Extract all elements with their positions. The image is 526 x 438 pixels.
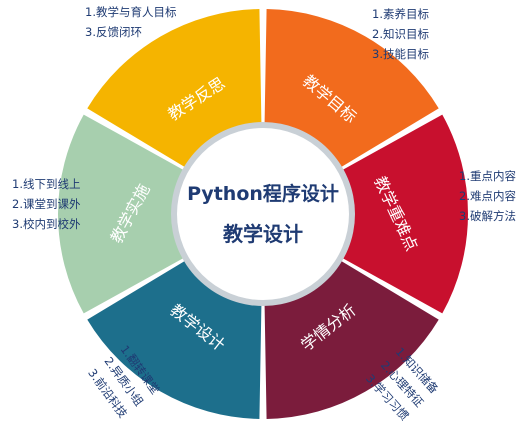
list-item: 3.校内到校外 [12,217,81,231]
item-list-teaching-implementation: 1.线下到线上 2.课堂到课外 3.校内到校外 [12,177,81,231]
list-item: 2.知识目标 [372,27,429,41]
center-title: Python程序设计 [187,182,339,205]
item-list-teaching-reflection: 1.教学与育人目标 3.反馈闭环 [85,5,176,39]
list-item: 1.重点内容 [459,169,516,183]
list-item: 3.技能目标 [372,47,429,61]
center-subtitle: 教学设计 [223,222,303,246]
list-item: 2.课堂到课外 [12,197,81,211]
list-item: 2.难点内容 [459,189,516,203]
center-disc [177,128,349,300]
item-list-key-difficulties: 1.重点内容 2.难点内容 3.破解方法 [459,169,516,223]
list-item: 1.素养目标 [372,7,429,21]
list-item: 1.教学与育人目标 [85,5,176,19]
list-item: 3.反馈闭环 [85,25,142,39]
item-list-teaching-goals: 1.素养目标 2.知识目标 3.技能目标 [372,7,429,61]
list-item: 3.破解方法 [459,209,516,223]
list-item: 1.线下到线上 [12,177,80,191]
segment-teaching-implementation [57,114,209,314]
segment-key-difficulties [317,114,468,314]
